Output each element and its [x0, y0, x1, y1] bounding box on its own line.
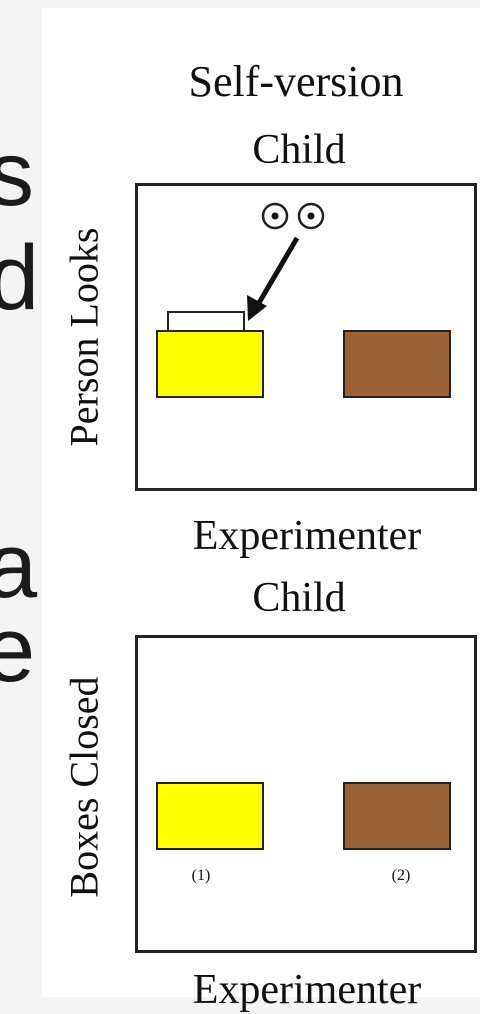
partial-glyph-d: d [0, 227, 40, 329]
lower-left-box [156, 782, 264, 850]
lower-right-box [343, 782, 451, 850]
gaze-arrow [247, 236, 300, 321]
partial-glyph-e: e [0, 599, 36, 701]
upper-right-box [343, 330, 451, 398]
upper-left-box [156, 330, 264, 398]
eyes-icon [261, 202, 325, 230]
box-two-label: (2) [391, 867, 411, 884]
top-title: Self-version [188, 57, 404, 106]
upper-child-label: Child [252, 127, 346, 173]
partial-glyph-a: a [0, 515, 38, 617]
lower-side-label: Boxes Closed [61, 676, 107, 898]
upper-experimenter-label: Experimenter [192, 513, 422, 559]
lower-experimenter-label: Experimenter [192, 967, 422, 1013]
lower-child-label: Child [252, 575, 346, 621]
box-one-label: (1) [191, 867, 211, 884]
partial-glyph-s: s [0, 123, 34, 225]
